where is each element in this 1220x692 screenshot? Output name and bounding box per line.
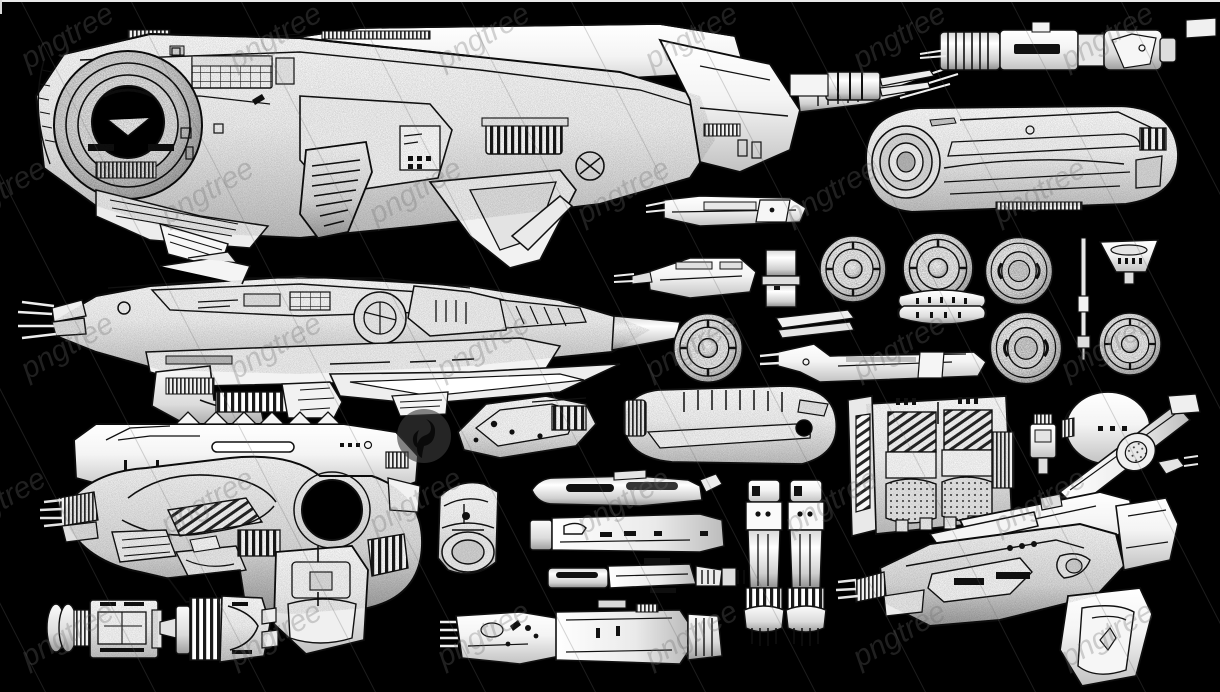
object-barrel-rod-receiver — [529, 513, 725, 553]
object-muzzle-brake-spike — [789, 69, 936, 101]
object-barrel-cluster-rear — [159, 595, 279, 663]
object-twin-post-left — [743, 479, 785, 646]
pngtree-circle-logo — [396, 408, 452, 464]
object-barrel-rod-slim — [531, 469, 723, 507]
object-muzzle-cone-assembly — [437, 481, 499, 575]
object-barrel-rod-threaded — [547, 558, 751, 593]
object-heavy-shoulder-cannon — [39, 411, 424, 655]
object-turbine-disc-a — [820, 236, 886, 302]
object-oval-sensor-pod — [1058, 391, 1201, 510]
object-heavy-rail-rifle — [17, 251, 681, 431]
object-flat-disc-stack — [897, 289, 987, 325]
canvas-left-edge — [0, 0, 2, 14]
object-compact-smg — [835, 491, 1179, 687]
object-receiver-core-assembly — [847, 395, 1015, 538]
object-magazine-block-b — [623, 385, 838, 465]
object-blade-fin — [510, 195, 574, 252]
object-large-assault-carbine — [34, 23, 961, 269]
object-turbine-disc-f — [1099, 313, 1161, 375]
object-magazine-block-a — [457, 395, 598, 459]
object-barrel-cluster-front — [46, 599, 163, 659]
object-scope-module — [645, 195, 807, 227]
object-top-edge-detail — [1185, 17, 1217, 39]
object-barrel-rod-stocked — [440, 599, 723, 665]
object-cylinder-canister — [761, 249, 801, 308]
object-antenna-rod — [1076, 237, 1091, 361]
object-cone-emitter — [1098, 239, 1160, 285]
object-energy-pod-housing — [864, 104, 1180, 214]
object-fore-grip-module — [613, 257, 757, 299]
object-turbine-disc-d — [674, 314, 743, 383]
object-twin-post-right — [785, 479, 827, 646]
object-slim-rail-bar — [774, 309, 856, 339]
object-pistol-slide-assembly — [759, 343, 987, 383]
object-suppressor-barrel-module — [919, 21, 1177, 71]
canvas-top-edge — [0, 0, 1220, 2]
object-turbine-disc-c — [985, 237, 1052, 304]
object-plug-connector — [1029, 413, 1057, 475]
object-turbine-disc-e — [990, 312, 1061, 383]
